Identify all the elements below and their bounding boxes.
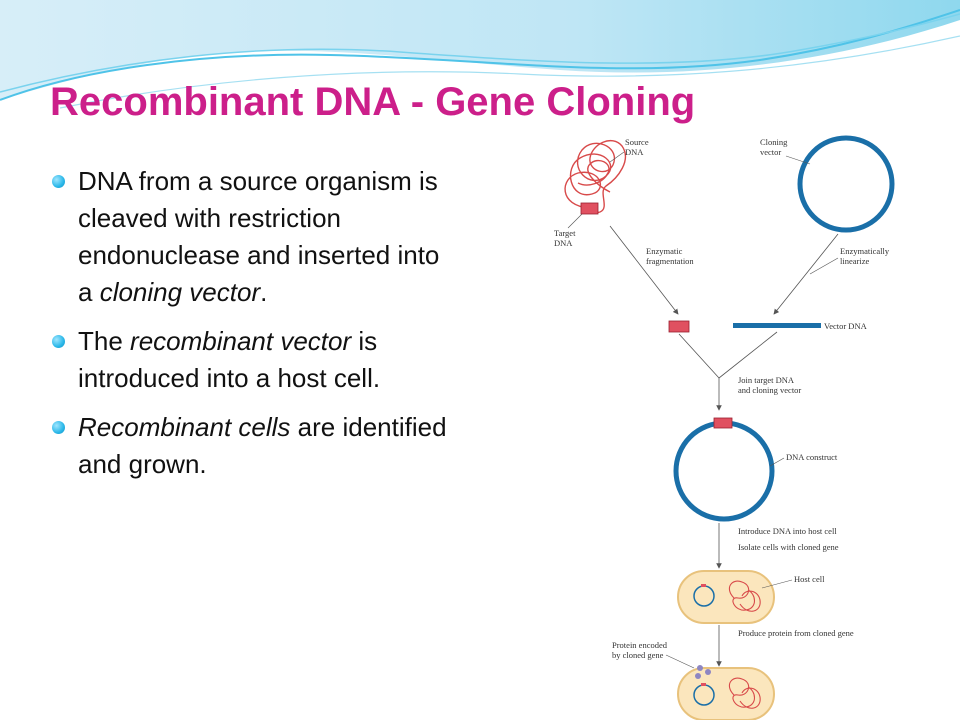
join-label: and cloning vector <box>738 385 801 395</box>
dna-construct-label: DNA construct <box>786 452 838 462</box>
gene-cloning-diagram: Source DNA Target DNA Cloning vector Enz… <box>548 128 904 720</box>
source-dna-coil <box>564 140 627 214</box>
target-dna-fragment <box>668 320 690 333</box>
target-dna-label: Target <box>554 228 576 238</box>
isolate-label: Isolate cells with cloned gene <box>738 542 839 552</box>
bullet-text: DNA from a source organism is cleaved wi… <box>78 166 440 307</box>
cloning-vector-label: vector <box>760 147 781 157</box>
target-dna-label: DNA <box>554 238 573 248</box>
enzymatic-fragmentation-label: Enzymatic <box>646 246 683 256</box>
protein-label: by cloned gene <box>612 650 664 660</box>
protein-label: Protein encoded <box>612 640 668 650</box>
bullet-dot-icon <box>52 175 65 188</box>
cloning-vector-circle <box>797 135 895 233</box>
cloning-vector-label: Cloning <box>760 137 788 147</box>
bullet-text: The recombinant vector is introduced int… <box>78 326 381 393</box>
slide-title: Recombinant DNA - Gene Cloning <box>50 80 696 124</box>
enzymatic-linearize-label: linearize <box>840 256 869 266</box>
enzymatic-linearize-label: Enzymatically <box>840 246 890 256</box>
join-label: Join target DNA <box>738 375 795 385</box>
source-dna-label: Source <box>625 137 649 147</box>
introduce-label: Introduce DNA into host cell <box>738 526 837 536</box>
enzymatic-fragmentation-label: fragmentation <box>646 256 694 266</box>
produce-label: Produce protein from cloned gene <box>738 628 854 638</box>
host-cell-label: Host cell <box>794 574 825 584</box>
header-wave-decoration <box>0 0 960 109</box>
vector-dna-label: Vector DNA <box>824 321 868 331</box>
bullet-text: Recombinant cells are identified and gro… <box>78 412 447 479</box>
bullet-list: DNA from a source organism is cleaved wi… <box>50 163 450 495</box>
host-chromosome-coil <box>728 580 761 612</box>
bullet-item: DNA from a source organism is cleaved wi… <box>50 163 450 311</box>
host-cell-producing <box>677 667 775 720</box>
target-dna-segment <box>580 202 599 215</box>
bullet-dot-icon <box>52 335 65 348</box>
bullet-item: The recombinant vector is introduced int… <box>50 323 450 397</box>
bullet-dot-icon <box>52 421 65 434</box>
construct-insert <box>713 417 733 429</box>
protein-dots <box>695 665 711 679</box>
vector-dna-linear <box>733 323 821 328</box>
bullet-item: Recombinant cells are identified and gro… <box>50 409 450 483</box>
source-dna-label: DNA <box>625 147 644 157</box>
